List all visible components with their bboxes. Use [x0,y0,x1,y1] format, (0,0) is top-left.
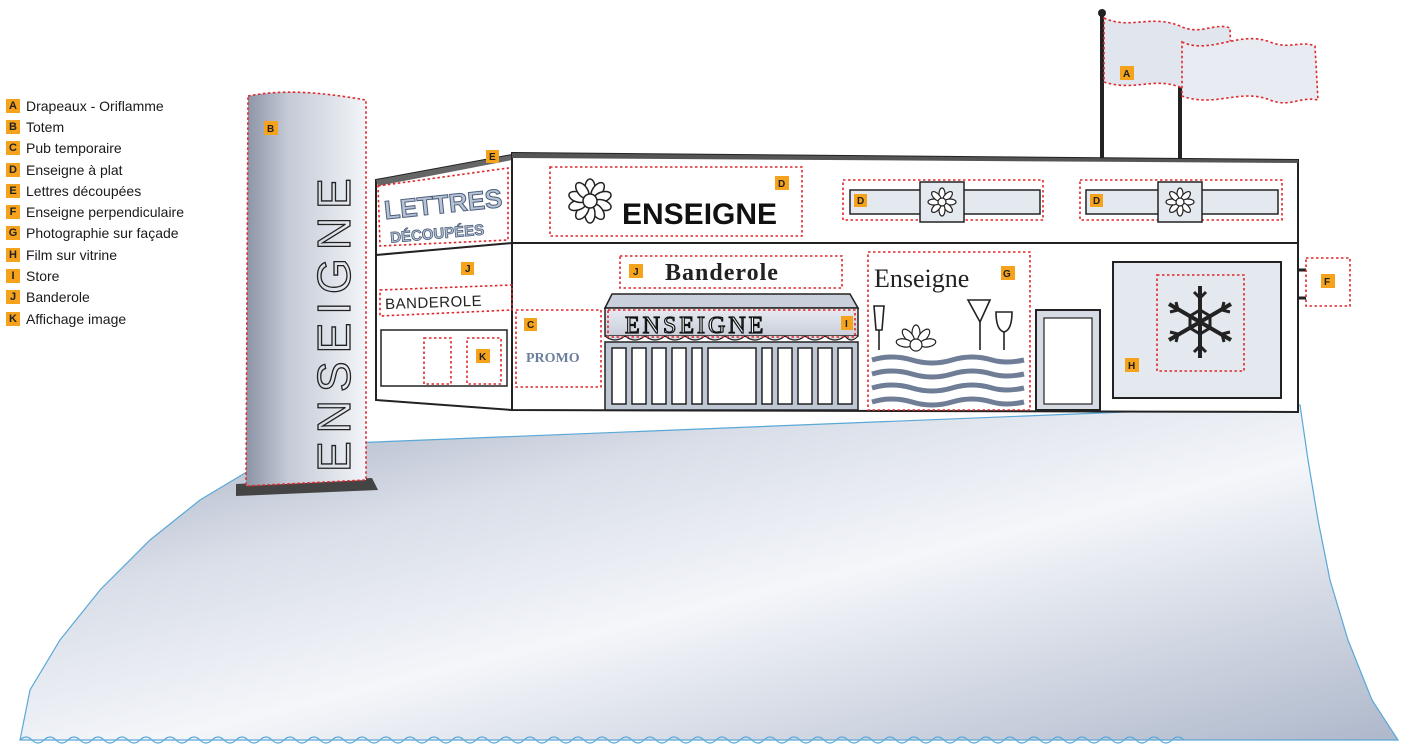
legend: A Drapeaux - Oriflamme B Totem C Pub tempor… [6,95,246,329]
legend-label: Pub temporaire [26,140,122,157]
sign-banderole-left: BANDEROLE [379,284,513,317]
legend-item-f: F Enseigne perpendiculaire [6,201,246,222]
legend-item-j: J Banderole [6,287,246,308]
marker-a: A [1123,69,1130,80]
store-text: ENSEIGNE [625,313,766,339]
ground-plane [19,404,1400,741]
affichage-image-2 [466,337,502,385]
marker-c: C [527,320,534,331]
marker-d2: D [857,196,864,207]
sign-enseigne-small-2 [1079,179,1283,223]
marker-i: I [845,319,848,330]
sign-photographie: Enseigne [867,251,1031,411]
totem: ENSEIGNE [236,91,378,496]
legend-label: Lettres découpées [26,182,142,199]
banderole-center-text: Banderole [665,260,779,286]
marker-j1: J [465,264,471,275]
sign-enseigne-small-1 [842,179,1044,223]
legend-label: Drapeaux - Oriflamme [26,97,164,114]
legend-label: Store [26,268,60,285]
affichage-image-1 [423,337,452,385]
scene-markers: A B C D D D E F G H I J J K [264,66,1335,372]
legend-badge: G [6,226,20,241]
photo-text: Enseigne [874,264,969,293]
marker-f: F [1324,277,1330,288]
banderole-left-text: BANDEROLE [385,293,483,313]
store-awning: ENSEIGNE [603,293,860,411]
glass-icon [873,299,1013,350]
sun-flower-icon [895,324,937,352]
legend-item-h: H Film sur vitrine [6,244,246,265]
flower-small-icon-1 [927,187,957,217]
store-windows [604,341,859,411]
legend-item-d: D Enseigne à plat [6,159,246,180]
marker-b: B [267,124,274,135]
legend-badge: J [6,290,20,305]
sign-banderole-center: Banderole [619,255,843,289]
enseigne-main-text: ENSEIGNE [622,198,777,231]
vitrine-window [1112,261,1282,399]
legend-badge: B [6,119,20,134]
marker-h: H [1128,361,1135,372]
legend-badge: H [6,247,20,262]
totem-text: ENSEIGNE [308,170,360,472]
legend-badge: F [6,205,20,220]
legend-item-e: E Lettres découpées [6,180,246,201]
legend-label: Totem [26,118,65,135]
ground-wavy-edge [19,736,1185,744]
sign-perpendiculaire [1305,257,1351,307]
legend-badge: C [6,141,20,156]
marker-k: K [479,352,487,363]
legend-label: Banderole [26,289,90,306]
marker-e: E [489,152,496,163]
legend-badge: K [6,311,20,326]
legend-item-c: C Pub temporaire [6,138,246,159]
marker-d1: D [778,179,785,190]
legend-item-i: I Store [6,265,246,286]
legend-badge: I [6,269,20,284]
left-window [380,329,508,387]
marker-j2: J [633,267,639,278]
promo-text: PROMO [526,351,580,366]
legend-label: Enseigne perpendiculaire [26,204,184,221]
sign-enseigne-main: ENSEIGNE [549,166,803,237]
flower-icon [568,178,612,224]
flag-right [1181,37,1319,104]
legend-item-g: G Photographie sur façade [6,223,246,244]
photo-waves [871,354,1025,408]
flags-group [1098,9,1319,158]
sign-film-vitrine [1156,274,1245,372]
totem-body [245,91,367,487]
legend-item-k: K Affichage image [6,308,246,329]
sign-promo: PROMO [515,309,602,388]
legend-label: Film sur vitrine [26,246,118,263]
legend-label: Enseigne à plat [26,161,123,178]
legend-label: Photographie sur façade [26,225,179,242]
snowflake-icon [1167,286,1233,358]
lettres-line1: LETTRES [383,183,504,225]
legend-badge: D [6,162,20,177]
legend-badge: A [6,98,20,113]
flower-small-icon-2 [1165,187,1195,217]
marker-d3: D [1093,196,1100,207]
legend-item-a: A Drapeaux - Oriflamme [6,95,246,116]
legend-badge: E [6,183,20,198]
legend-label: Affichage image [26,310,127,327]
legend-item-b: B Totem [6,116,246,137]
marker-g: G [1003,269,1011,280]
